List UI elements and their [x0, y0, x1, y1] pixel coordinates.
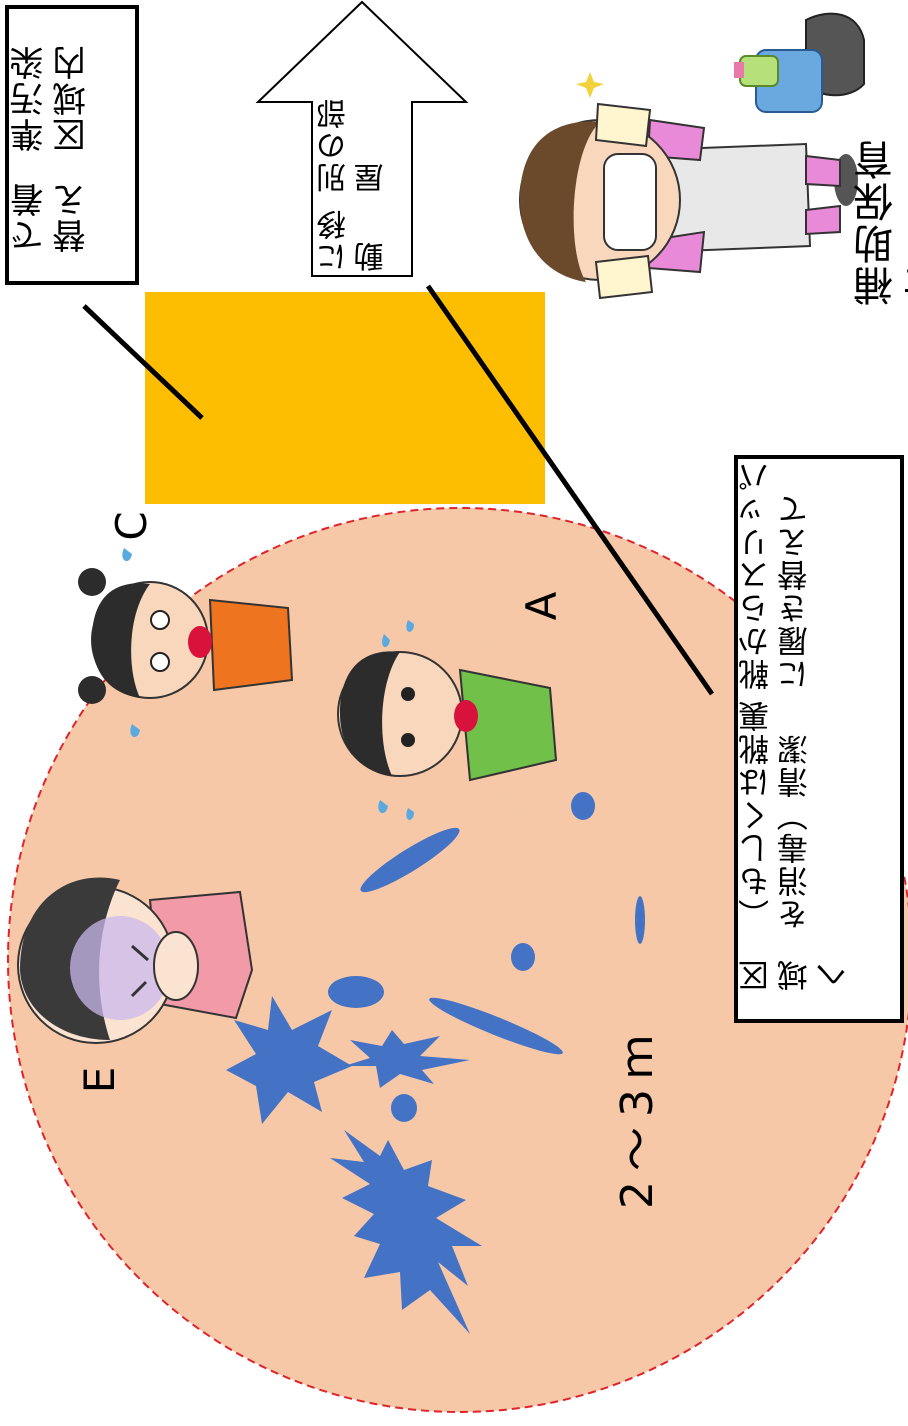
- splash-drop: [635, 896, 645, 944]
- assistant-caption: 補助保育士: [854, 138, 908, 306]
- child-a-label: A: [517, 591, 566, 621]
- move-room-line-1: 別の部屋: [317, 97, 390, 194]
- shoes-line-1: 靴からスリッパに履き替えて: [739, 459, 814, 691]
- child-e-label: E: [75, 1066, 124, 1094]
- move-room-line-2: に移動: [317, 208, 390, 272]
- splash-drop: [391, 1094, 417, 1122]
- pointer-line-shoes: [425, 284, 715, 696]
- child-c-illustration: [78, 548, 294, 738]
- splash-drop: [360, 827, 460, 893]
- cleaning-supplies-illustration: [734, 12, 865, 113]
- splash-drop: [429, 997, 563, 1055]
- splash-icon: [330, 1130, 482, 1334]
- changing-area-line-1: 準汚染区域内: [10, 43, 93, 152]
- pointer-line-changing: [82, 304, 204, 420]
- changing-area-note-text: 準汚染区域内 で着替え: [9, 9, 135, 281]
- vomit-splash-group: [226, 792, 645, 1334]
- splash-icon: [344, 1030, 470, 1088]
- splash-drop: [571, 792, 595, 820]
- assistant-caregiver-illustration: [519, 72, 858, 300]
- contaminated-zone: [7, 507, 908, 1413]
- child-a-illustration: [337, 620, 558, 820]
- child-c-label: C: [107, 511, 156, 541]
- splash-drop: [328, 976, 384, 1008]
- shoes-line-3: 区域へ: [739, 958, 853, 991]
- move-room-text: 別の部屋 に移動: [316, 96, 408, 272]
- splash-drop: [511, 943, 535, 971]
- boundary-door: [145, 292, 545, 504]
- shoes-line-2: （もしくは靴裏を消毒）清潔: [739, 698, 814, 930]
- shoes-instruction-text: 靴からスリッパに履き替えて （もしくは靴裏を消毒）清潔 区域へ: [738, 459, 900, 1019]
- child-e-illustration: [17, 877, 254, 1044]
- distance-label: 2～3ｍ: [612, 1025, 663, 1209]
- up-arrow-icon: [255, 0, 469, 277]
- changing-area-line-2: で着替え: [10, 181, 93, 253]
- shoes-instruction-box: 靴からスリッパに履き替えて （もしくは靴裏を消毒）清潔 区域へ: [734, 455, 904, 1023]
- changing-area-note-box: 準汚染区域内 で着替え: [5, 5, 139, 285]
- splash-icon: [226, 996, 352, 1124]
